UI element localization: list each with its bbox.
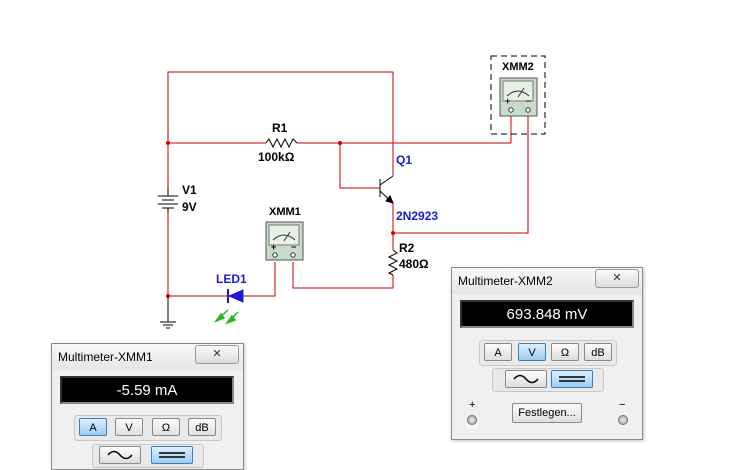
q1-model: 2N2923 — [396, 209, 439, 223]
r1-label: R1 — [272, 121, 288, 135]
ground-symbol[interactable] — [160, 296, 176, 329]
led-light-arrows — [213, 309, 239, 325]
wire-led-xmm1[interactable] — [243, 262, 276, 297]
junction — [166, 141, 170, 145]
transistor-q1-symbol[interactable] — [379, 175, 394, 204]
r1-value: 100kΩ — [258, 150, 295, 164]
xmm1-mode-buttons: A V Ω dB — [74, 415, 222, 441]
dc-line-icon — [559, 376, 585, 382]
junction — [391, 231, 395, 235]
v1-label: V1 — [182, 183, 197, 197]
close-x-icon: ✕ — [612, 272, 622, 284]
xmm1-reading-display: -5.59 mA — [60, 376, 234, 404]
xmm2-mode-a-button[interactable]: A — [484, 343, 512, 361]
led1-label: LED1 — [216, 272, 247, 286]
xmm2-plus-terminal[interactable] — [467, 415, 477, 425]
xmm2-minus-mark: − — [526, 96, 531, 106]
xmm2-titlebar[interactable]: Multimeter-XMM2 ✕ — [452, 268, 642, 294]
wire-top[interactable] — [167, 71, 394, 176]
xmm1-window-title: Multimeter-XMM1 — [58, 350, 153, 364]
q1-label: Q1 — [396, 153, 413, 167]
resistor-r1-symbol[interactable] — [265, 137, 298, 149]
xmm1-plus-mark: + — [271, 242, 276, 252]
xmm2-mode-ohm-button[interactable]: Ω — [551, 343, 579, 361]
multimeter-xmm2-window[interactable]: Multimeter-XMM2 ✕ 693.848 mV A V Ω dB + … — [451, 267, 643, 440]
xmm2-settings-button[interactable]: Festlegen... — [512, 403, 582, 423]
wires — [167, 71, 529, 297]
xmm2-mode-buttons: A V Ω dB — [479, 340, 617, 366]
xmm2-waveform-buttons — [492, 368, 604, 392]
battery-v1-symbol[interactable] — [158, 188, 178, 213]
dc-line-icon — [159, 452, 185, 458]
xmm2-selection-box — [490, 55, 546, 135]
xmm1-close-button[interactable]: ✕ — [195, 345, 239, 364]
xmm2-plus-mark: + — [505, 96, 510, 106]
xmm1-meter-icon[interactable] — [265, 221, 304, 261]
junctions — [166, 141, 395, 298]
r2-label: R2 — [399, 241, 415, 255]
xmm2-dc-button[interactable] — [551, 370, 593, 388]
xmm2-label: XMM2 — [502, 61, 534, 73]
xmm2-minus-terminal[interactable] — [618, 415, 628, 425]
junction — [338, 141, 342, 145]
wire-r2-bottom[interactable] — [292, 262, 394, 289]
xmm2-mode-db-button[interactable]: dB — [584, 343, 612, 361]
wire-emitter[interactable] — [392, 116, 529, 234]
xmm2-close-button[interactable]: ✕ — [595, 269, 639, 288]
xmm1-titlebar[interactable]: Multimeter-XMM1 ✕ — [52, 344, 243, 370]
xmm2-mode-v-button[interactable]: V — [518, 343, 546, 361]
led1-symbol[interactable] — [213, 289, 244, 325]
xmm2-ac-button[interactable] — [505, 370, 547, 388]
close-x-icon: ✕ — [212, 348, 222, 360]
xmm1-mode-ohm-button[interactable]: Ω — [152, 418, 180, 436]
xmm2-meter-icon[interactable] — [499, 77, 538, 117]
xmm1-mode-v-button[interactable]: V — [115, 418, 143, 436]
sine-wave-icon — [513, 374, 539, 384]
xmm1-label: XMM1 — [269, 206, 301, 218]
resistor-r2-symbol[interactable] — [387, 249, 399, 276]
xmm1-minus-mark: − — [291, 242, 296, 252]
multimeter-xmm1-window[interactable]: Multimeter-XMM1 ✕ -5.59 mA A V Ω dB — [51, 343, 244, 470]
xmm2-plus-terminal-label: + — [469, 399, 476, 411]
xmm2-window-title: Multimeter-XMM2 — [458, 274, 553, 288]
xmm1-mode-db-button[interactable]: dB — [188, 418, 216, 436]
xmm2-minus-terminal-label: − — [619, 399, 626, 411]
xmm1-mode-a-button[interactable]: A — [79, 418, 107, 436]
sine-wave-icon — [107, 450, 133, 460]
xmm1-dc-button[interactable] — [151, 446, 193, 464]
xmm2-reading-display: 693.848 mV — [460, 300, 634, 328]
v1-value: 9V — [182, 200, 197, 214]
xmm1-waveform-buttons — [92, 444, 204, 468]
wire-base[interactable] — [339, 143, 380, 189]
schematic-canvas: + − + − — [158, 55, 546, 329]
xmm1-ac-button[interactable] — [99, 446, 141, 464]
r2-value: 480Ω — [399, 257, 429, 271]
